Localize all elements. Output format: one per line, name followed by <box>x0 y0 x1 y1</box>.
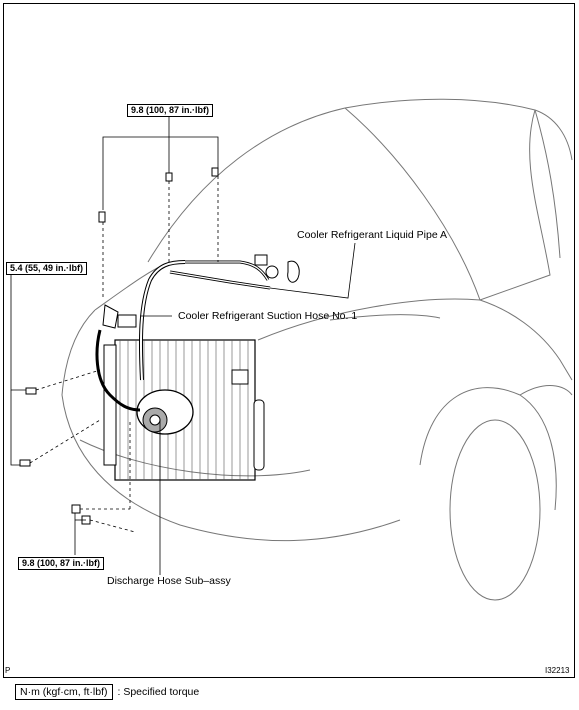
pipe-clamp <box>254 254 268 266</box>
car-fender <box>257 298 573 381</box>
discharge-hose-fitting <box>102 304 119 329</box>
pipe-fitting <box>287 260 300 283</box>
car-light <box>329 314 441 321</box>
label-discharge-hose: Discharge Hose Sub–assy <box>107 575 231 587</box>
label-leaders <box>140 242 356 575</box>
legend: N·m (kgf·cm, ft·lbf) : Specified torque <box>15 684 199 700</box>
label-liquid-pipe: Cooler Refrigerant Liquid Pipe A <box>297 229 448 241</box>
discharge-hose <box>95 329 141 412</box>
figure-id: I32213 <box>545 666 570 675</box>
torque-spec-bottom: 9.8 (100, 87 in.·lbf) <box>18 557 105 570</box>
cooler-fitting <box>231 369 249 385</box>
legend-description: : Specified torque <box>117 686 200 698</box>
car-windshield <box>344 107 551 301</box>
car-wheel-arch <box>419 387 557 511</box>
pipe-seal <box>265 265 279 279</box>
bolts <box>19 167 219 525</box>
torque-spec-top: 9.8 (100, 87 in.·lbf) <box>127 104 214 117</box>
car-door-line <box>519 385 573 396</box>
torque-spec-left: 5.4 (55, 49 in.·lbf) <box>6 262 88 275</box>
hose-bracket <box>117 314 137 328</box>
car-front-line <box>61 309 96 396</box>
car-bumper <box>61 394 401 542</box>
condenser-side-tank <box>103 344 117 466</box>
car-hood-outline <box>147 98 573 263</box>
car-pillar <box>534 109 561 259</box>
receiver-tank <box>253 399 265 471</box>
page-marker: P <box>5 666 11 675</box>
car-wheel <box>449 419 541 601</box>
hidden-lines <box>29 176 219 533</box>
figure-frame <box>3 3 575 678</box>
label-suction-hose: Cooler Refrigerant Suction Hose No. 1 <box>178 310 358 322</box>
torque-leader-lines <box>10 112 219 555</box>
legend-unit: N·m (kgf·cm, ft·lbf) <box>15 684 113 700</box>
